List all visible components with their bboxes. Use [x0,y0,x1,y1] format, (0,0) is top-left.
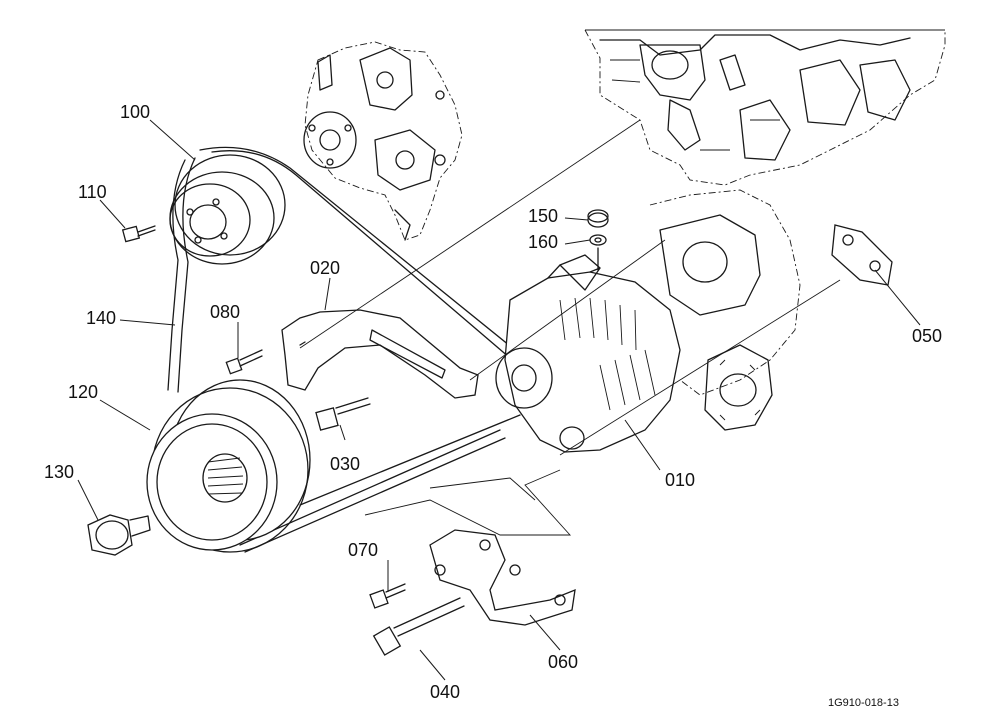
alternator-bracket [281,309,479,399]
leader-lines [77,119,921,681]
callout-070: 070 [348,540,378,560]
callout-010: 010 [665,470,695,490]
callout-140: 140 [86,308,116,328]
callout-020: 020 [310,258,340,278]
nut [587,209,609,228]
callout-080: 080 [210,302,240,322]
mounting-plate [831,224,893,286]
v-belt [167,146,521,553]
callout-130: 130 [44,462,74,482]
callout-110: 110 [78,182,107,202]
washer [589,234,607,271]
bracket-bolt-small [369,583,406,609]
pulley-bolt [121,225,156,243]
gear-case [649,189,801,431]
callout-labels: 100 110 140 120 130 080 020 030 010 150 … [44,102,942,702]
water-pump [303,41,463,241]
callout-040: 040 [430,682,460,702]
alignment-lines [299,119,841,536]
lower-bracket [429,529,576,626]
fan-drive-pulley [169,154,286,265]
crankshaft-pulley [146,379,311,553]
crank-bolt [87,514,151,556]
bracket-bolt [225,349,263,375]
engine-block [584,29,946,186]
callout-060: 060 [548,652,578,672]
callout-030: 030 [330,454,360,474]
callout-120: 120 [68,382,98,402]
callout-050: 050 [912,326,942,346]
callout-100: 100 [120,102,150,122]
alternator-bolt [315,397,371,431]
callout-160: 160 [528,232,558,252]
alternator [495,254,681,453]
callout-150: 150 [528,206,558,226]
long-bolt [372,597,465,656]
drawing-code: 1G910-018-13 [828,697,899,709]
